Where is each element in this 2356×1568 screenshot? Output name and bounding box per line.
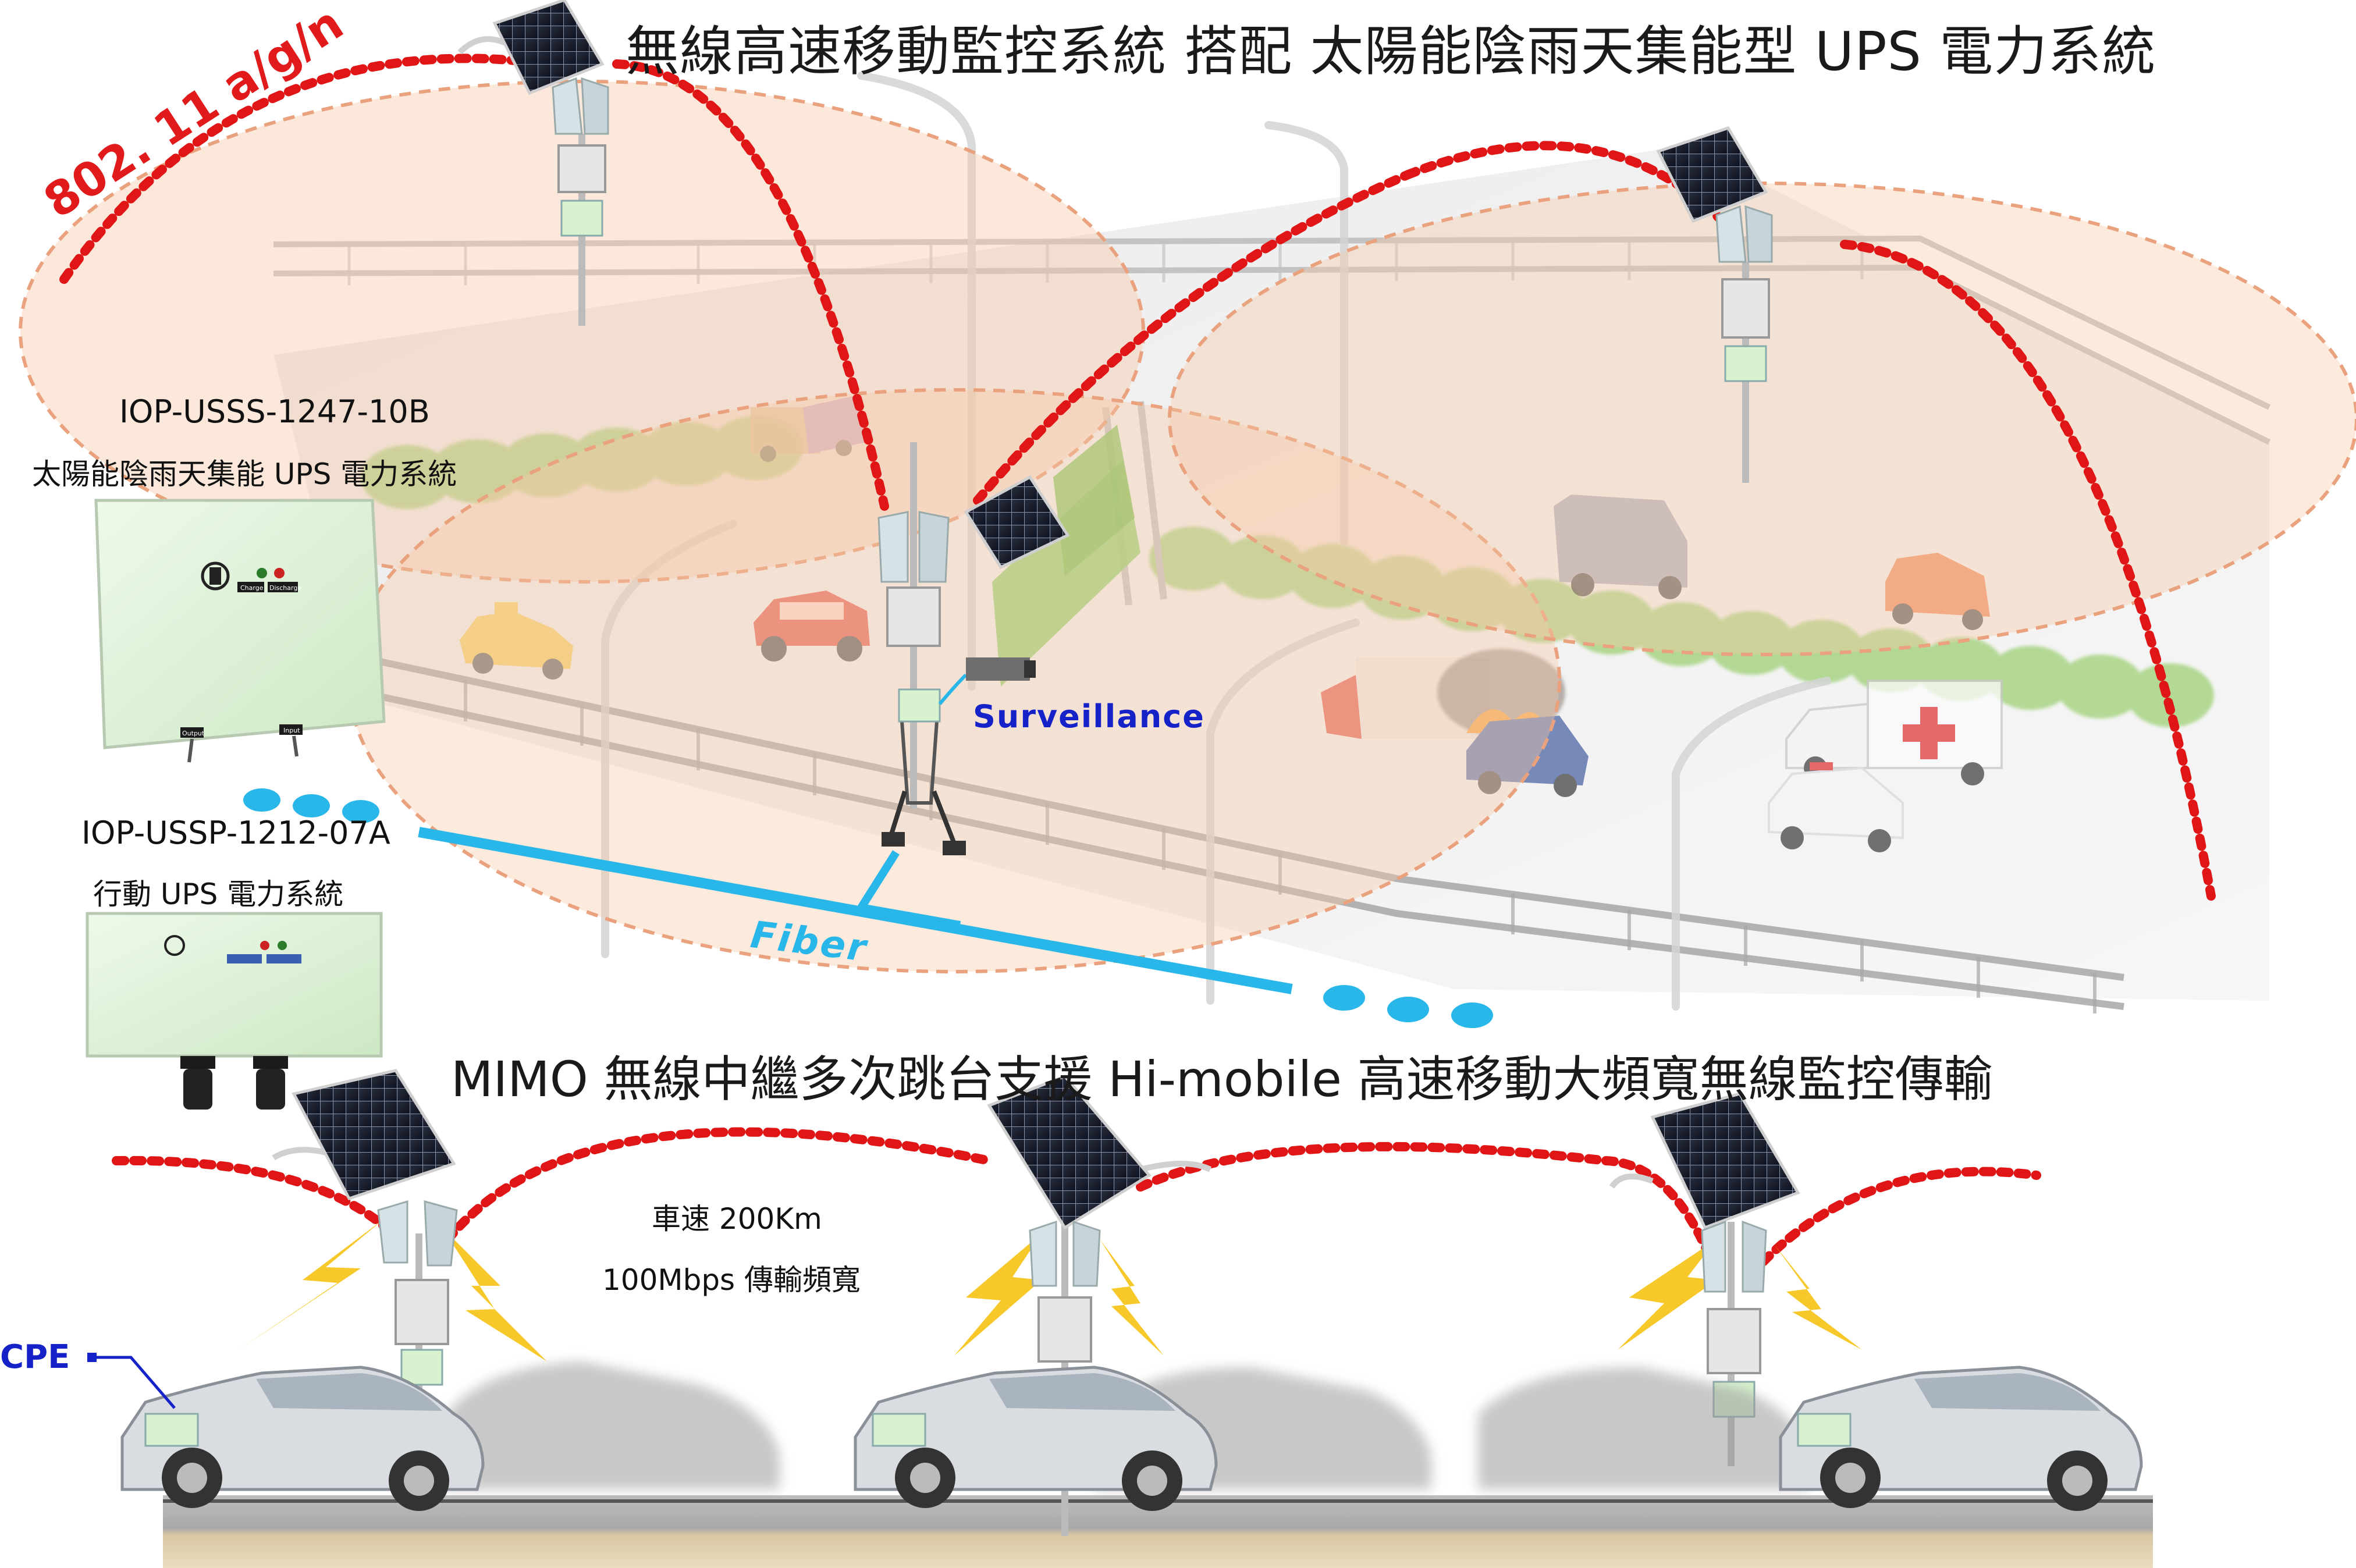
bandwidth-label: 100Mbps 傳輸頻寬 [602, 1263, 861, 1297]
ups-mobile-product-image [86, 912, 383, 1110]
van-grey [1554, 495, 1687, 599]
speed-label: 車速 200Km [652, 1202, 822, 1236]
relay-station-top-right [1656, 126, 1773, 483]
discharge-label: Discharge [269, 584, 301, 592]
highway-sign [992, 401, 1167, 687]
truck-purple [751, 396, 867, 462]
input-port-label: Input [283, 727, 300, 734]
orange-car [1885, 553, 1990, 630]
cpe-pointer [93, 1356, 176, 1409]
cpe-label: CPE [0, 1338, 70, 1376]
car-lower-2 [854, 1366, 1218, 1511]
red-car [754, 591, 870, 662]
charge-label: Charge [240, 584, 264, 592]
output-port-label: Output [182, 730, 205, 737]
relay-station-top-left [457, 0, 609, 326]
coverage-areas [19, 80, 2356, 973]
car-lower-1 [120, 1366, 485, 1511]
fiber-cable [243, 788, 1493, 1028]
mobile-ups-name: 行動 UPS 電力系統 [93, 877, 344, 911]
surveillance-camera-icon [966, 657, 1036, 681]
solar-ups-name: 太陽能陰雨天集能 UPS 電力系統 [32, 457, 457, 491]
surveillance-label: Surveillance [973, 698, 1205, 735]
taxi [460, 602, 573, 680]
highway-scene [273, 72, 2271, 1014]
relay-station-center [877, 442, 1070, 855]
burning-truck [1321, 649, 1565, 739]
police-car [1768, 762, 1904, 852]
wifi-signal-arcs-lower [112, 1127, 2041, 1279]
page-title: 無線高速移動監控系統 搭配 太陽能陰雨天集能型 UPS 電力系統 [626, 20, 2156, 83]
section-title: MIMO 無線中繼多次跳台支援 Hi-mobile 高速移動大頻寬無線監控傳輸 [451, 1051, 1993, 1108]
blue-car [1466, 716, 1589, 797]
ups-solar-product-image [94, 499, 386, 763]
ambulance [1785, 680, 2003, 785]
relay-station-lower-1 [272, 1069, 458, 1408]
lightning-signals [239, 1219, 1862, 1361]
coverage-area-right [1168, 182, 2356, 656]
logo-icon [201, 561, 230, 591]
car-lower-3 [1779, 1366, 2143, 1511]
solar-ups-model: IOP-USSS-1247-10B [119, 393, 430, 430]
mobile-ups-model: IOP-USSP-1212-07A [81, 815, 390, 851]
highway-cars [460, 396, 2003, 852]
